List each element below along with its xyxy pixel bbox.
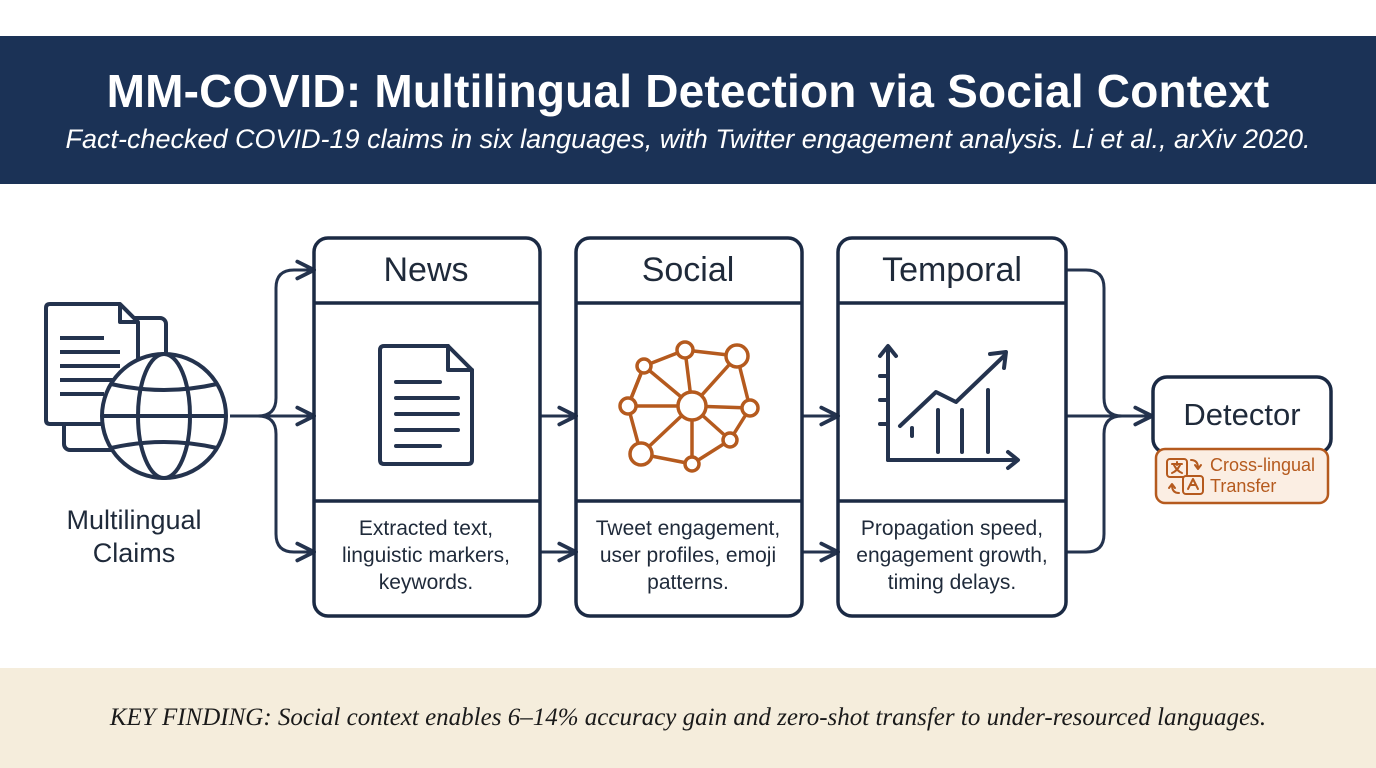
stage-box-temporal [836, 236, 1068, 618]
input-label: Multilingual Claims [66, 505, 202, 568]
connector-lines [230, 259, 1154, 563]
documents-globe-icon [44, 302, 228, 480]
stage-description-temporal: Propagation speed, engagement growth, ti… [856, 517, 1048, 594]
cross-lingual-label: Cross-lingual Transfer [1210, 455, 1316, 496]
stage-description-social: Tweet engagement, user profiles, emoji p… [595, 517, 781, 594]
network-graph-icon [618, 340, 760, 473]
stage-title-social: Social [641, 251, 735, 289]
stage-title-temporal: Temporal [882, 251, 1022, 289]
input-split-connector [257, 414, 316, 563]
stage-description-news: Extracted text, linguistic markers, keyw… [341, 517, 511, 594]
header-banner: MM-COVID: Multilingual Detection via Soc… [0, 36, 1376, 184]
translate-icon [1166, 458, 1204, 495]
stage-title-news: News [383, 251, 469, 289]
trend-chart-icon [878, 344, 1020, 470]
page-title: MM-COVID: Multilingual Detection via Soc… [106, 65, 1270, 117]
page-subtitle: Fact-checked COVID-19 claims in six lang… [65, 124, 1311, 154]
detector-label: Detector [1183, 397, 1301, 432]
input-split-connector [230, 259, 316, 418]
document-icon [378, 344, 474, 466]
merge-connector [1066, 414, 1123, 554]
merge-connector [1066, 268, 1123, 418]
key-finding-footer: KEY FINDING: Social context enables 6–14… [0, 668, 1376, 768]
stage-box-news [312, 236, 542, 618]
key-finding-text: KEY FINDING: Social context enables 6–14… [109, 704, 1267, 731]
stage-box-social [574, 236, 804, 618]
